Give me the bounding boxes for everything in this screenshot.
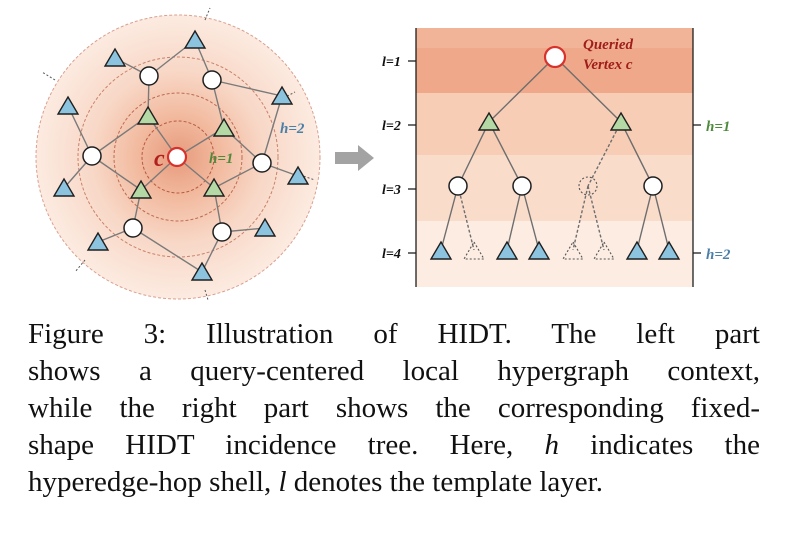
tree-root-queried-vertex xyxy=(543,45,567,69)
queried-label-line1: Queried xyxy=(583,37,633,53)
caption-line-3: while the right part shows the correspon… xyxy=(28,392,760,424)
shell-label-h1: h=1 xyxy=(209,151,233,167)
tree-vertex xyxy=(448,176,468,196)
layer-label-4: l=4 xyxy=(382,247,401,262)
caption-line-4: shape HIDT incidence tree. Here, h indic… xyxy=(28,429,760,461)
vertex-circle xyxy=(139,66,159,86)
center-label: c xyxy=(154,146,165,172)
figure-caption: Figure 3: Illustration of HIDT. The left… xyxy=(28,316,760,501)
hop-label-h1: h=1 xyxy=(706,119,730,135)
left-hypergraph-panel: c h=1 h=2 xyxy=(35,7,321,300)
right-ticks xyxy=(693,124,701,254)
layer-label-2: l=2 xyxy=(382,119,401,134)
transition-arrow xyxy=(335,145,374,171)
shell-label-h2: h=2 xyxy=(280,121,305,137)
caption-line-1: Figure 3: Illustration of HIDT. The left… xyxy=(28,318,760,350)
caption-var-l: l xyxy=(278,466,287,498)
queried-label-line2: Vertex c xyxy=(583,57,633,73)
layer-label-3: l=3 xyxy=(382,183,401,198)
vertex-circle xyxy=(202,70,222,90)
tree-vertex xyxy=(643,176,663,196)
left-ticks xyxy=(408,60,416,254)
caption-line-5: hyperedge-hop shell, l denotes the templ… xyxy=(28,466,603,498)
vertex-circle xyxy=(212,222,232,242)
layer-band-2 xyxy=(416,93,693,155)
hop-label-h2: h=2 xyxy=(706,247,731,263)
vertex-circle xyxy=(252,153,272,173)
right-incidence-tree-panel: l=1 l=2 l=3 l=4 h=1 h=2 xyxy=(382,28,731,287)
tree-vertex xyxy=(512,176,532,196)
shell-ring-inner xyxy=(141,120,215,194)
layer-band-4 xyxy=(416,221,693,287)
shell-ring-1 xyxy=(113,92,243,222)
caption-var-h: h xyxy=(544,429,559,461)
figure-3-illustration: c h=1 h=2 l=1 l=2 l=3 xyxy=(35,7,731,300)
vertex-circle xyxy=(123,218,143,238)
caption-line-2: shows a query-centered local hypergraph … xyxy=(28,355,760,387)
tree-edges xyxy=(440,56,670,251)
layer-label-1: l=1 xyxy=(382,55,401,70)
shell-ring-outer xyxy=(35,14,321,300)
queried-vertex-center xyxy=(166,146,188,168)
vertex-circle xyxy=(82,146,102,166)
